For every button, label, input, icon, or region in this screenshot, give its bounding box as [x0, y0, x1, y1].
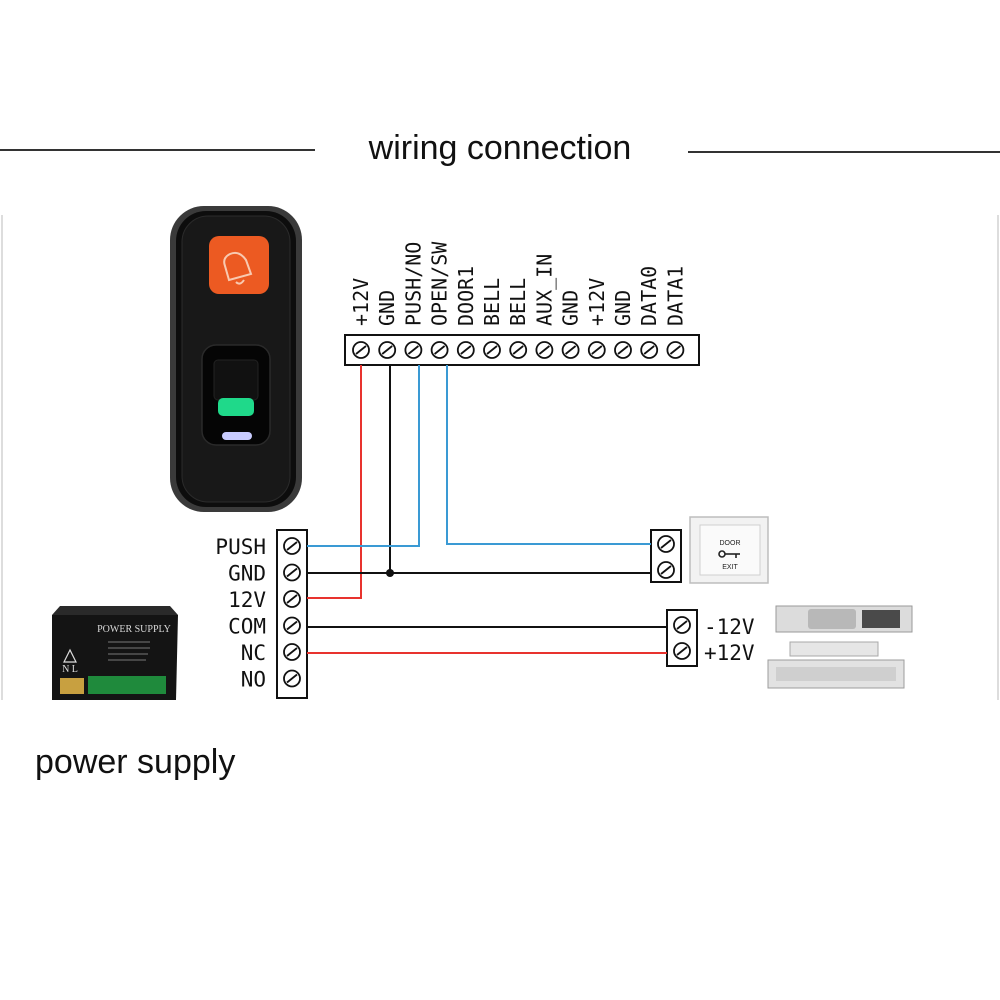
bell-icon: [223, 251, 253, 285]
psu-terminal-block: [276, 529, 308, 699]
power-supply-unit: POWER SUPPLY N L: [52, 606, 178, 700]
reader-terminal-label: DATA0: [637, 266, 661, 326]
terminal-screw: [561, 341, 580, 359]
status-led: [222, 432, 252, 440]
wire-junction: [386, 569, 394, 577]
terminal-screw: [404, 341, 423, 359]
exit-button-door-text: DOOR: [720, 540, 741, 547]
reader-terminal-block: [344, 334, 700, 366]
terminal-screw: [673, 642, 691, 660]
terminal-screw: [430, 341, 449, 359]
lock-terminal-pos-label: +12V: [704, 641, 755, 665]
exit-button-exit-text: EXIT: [722, 564, 738, 571]
wire-push-blue: [307, 365, 420, 547]
terminal-screw: [509, 341, 528, 359]
reader-terminal-label: GND: [559, 290, 583, 326]
magnetic-lock: [767, 605, 913, 689]
terminal-screw: [283, 669, 301, 688]
terminal-screw: [283, 563, 301, 582]
terminal-screw: [283, 537, 301, 555]
terminal-screw: [283, 643, 301, 661]
lock-terminal-neg-label: -12V: [704, 615, 755, 639]
reader-terminal-label: +12V: [585, 278, 609, 326]
psu-terminal-label: NC: [241, 641, 266, 665]
reader-terminal-label: BELL: [480, 278, 504, 326]
terminal-screw: [456, 341, 475, 359]
reader-terminal-label: BELL: [506, 278, 530, 326]
psu-terminal-label: 12V: [228, 588, 266, 612]
psu-terminal-label: NO: [241, 668, 266, 692]
psu-terminal-label: GND: [228, 562, 266, 586]
reader-terminal-label: OPEN/SW: [428, 241, 452, 326]
reader-terminal-label: GND: [375, 290, 399, 326]
reader-terminal-label: GND: [611, 290, 635, 326]
diagram-title: wiring connection: [368, 129, 632, 167]
psu-terminal-label: PUSH: [215, 535, 266, 559]
lock-terminal-block: [666, 609, 698, 667]
terminal-screw: [283, 590, 301, 608]
wire-12v-red: [307, 365, 362, 599]
exit-terminal-block: [650, 529, 682, 583]
terminal-screw: [535, 341, 554, 359]
terminal-screw: [283, 616, 301, 635]
psu-terminal-label: COM: [228, 615, 266, 639]
reader-terminal-label: PUSH/NO: [401, 242, 425, 326]
psu-spec-lines: [108, 641, 150, 661]
terminal-screw: [666, 341, 685, 359]
reader-terminal-label: +12V: [349, 278, 373, 326]
psu-brand-text: POWER SUPPLY: [97, 624, 171, 635]
warning-icon: [63, 648, 77, 663]
terminal-screw: [587, 341, 606, 359]
bell-key: [209, 236, 269, 294]
reader-terminal-label: DOOR1: [454, 266, 478, 326]
terminal-screw: [657, 561, 675, 579]
exit-button: DOOR EXIT: [689, 516, 769, 584]
terminal-screw: [614, 341, 632, 359]
psu-output-connector: [88, 676, 166, 694]
wire-opensw-blue: [446, 365, 651, 545]
terminal-screw: [673, 616, 691, 634]
reader-terminal-label: AUX_IN: [532, 254, 556, 326]
psu-terminal-text: N L: [62, 664, 78, 675]
terminal-screw: [657, 535, 675, 553]
fingerprint-led: [218, 398, 254, 416]
wires: [307, 365, 667, 654]
wire-gnd-black: [307, 365, 391, 574]
fingerprint-reader: [170, 206, 302, 512]
key-icon: [718, 550, 740, 558]
power-supply-label: power supply: [35, 743, 236, 781]
terminal-screw: [483, 341, 501, 359]
terminal-screw: [352, 341, 370, 359]
terminal-screw: [640, 341, 659, 359]
reader-terminal-label: DATA1: [663, 266, 687, 326]
terminal-screw: [378, 341, 397, 359]
